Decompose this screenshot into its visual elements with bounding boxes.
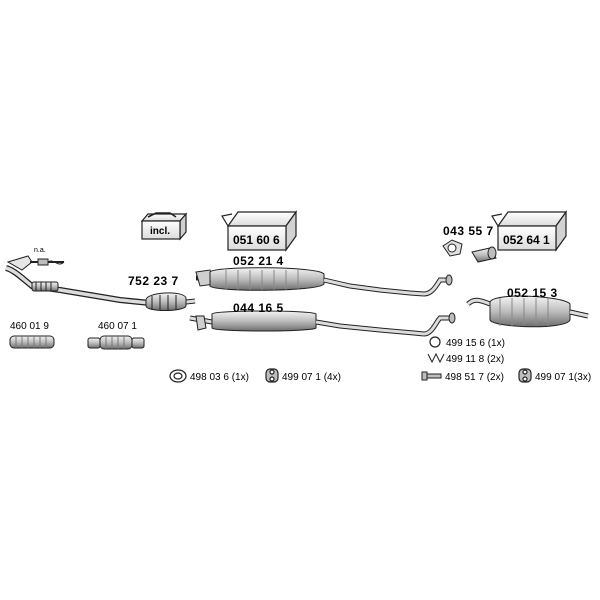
lambda-sensor — [30, 258, 65, 266]
included-hardware-box — [140, 212, 188, 241]
middle-silencer-pipe — [195, 267, 453, 297]
accessory-498517: 498 51 7 (2x) — [445, 372, 504, 383]
front-pipe — [5, 255, 161, 308]
rubber-mount-icon-2 — [518, 368, 532, 383]
bolt-icon — [421, 371, 442, 381]
accessory-499071-b: 499 07 1(3x) — [535, 372, 591, 383]
ring-gasket-icon — [169, 369, 187, 383]
part-number-052214: 052 21 4 — [233, 254, 284, 268]
part-number-051606: 051 60 6 — [233, 233, 280, 247]
part-number-043557: 043 55 7 — [443, 224, 494, 238]
flex-pipe-460019 — [9, 335, 55, 349]
included-label: incl. — [150, 226, 170, 237]
part-number-460019: 460 01 9 — [10, 321, 49, 332]
not-available-label: n.a. — [34, 247, 46, 254]
seal-ring-icon — [429, 336, 441, 348]
middle-silencer-pipe-alt — [189, 310, 456, 337]
part-box-052641 — [491, 210, 568, 252]
part-number-460071: 460 07 1 — [98, 321, 137, 332]
flex-pipe-460071 — [87, 335, 145, 350]
rear-silencer — [466, 295, 589, 328]
spring-icon — [427, 352, 445, 364]
part-number-044165: 044 16 5 — [233, 301, 284, 315]
accessory-498036: 498 03 6 (1x) — [190, 372, 249, 383]
part-number-752237: 752 23 7 — [128, 274, 179, 288]
catalytic-converter — [145, 292, 196, 311]
part-number-052641: 052 64 1 — [503, 233, 550, 247]
accessory-499071-a: 499 07 1 (4x) — [282, 372, 341, 383]
accessory-499156: 499 15 6 (1x) — [446, 338, 505, 349]
flange-clamp — [442, 239, 497, 263]
part-box-051606 — [221, 210, 298, 252]
accessory-499118: 499 11 8 (2x) — [446, 354, 504, 365]
part-number-052153: 052 15 3 — [507, 286, 558, 300]
rubber-mount-icon — [265, 368, 279, 383]
